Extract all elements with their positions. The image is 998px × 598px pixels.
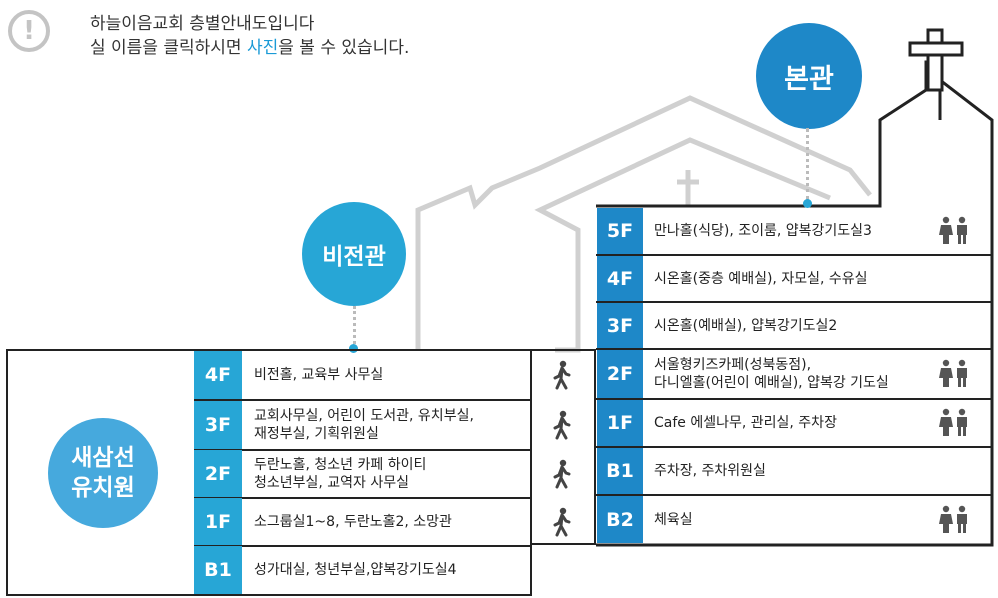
- main-floor-badge-3f[interactable]: 3F: [597, 303, 643, 348]
- bijeon-connector-dot: [349, 344, 358, 353]
- walkway-icon: [552, 459, 572, 493]
- floor-divider: [194, 545, 532, 547]
- main-floor-badge-5f[interactable]: 5F: [597, 208, 643, 254]
- main-floor-rooms[interactable]: 만나홀(식당), 조이룸, 얍복강기도실3: [654, 223, 872, 239]
- main-floor-rooms[interactable]: 주차장, 주차위원실: [654, 463, 766, 479]
- floor-divider: [596, 398, 992, 400]
- bijeon-floor-badge-b1[interactable]: B1: [194, 546, 242, 594]
- floor-divider: [194, 399, 532, 401]
- main-floor-badge-2f[interactable]: 2F: [597, 350, 643, 398]
- notice-line-1: 하늘이음교회 층별안내도입니다: [90, 14, 315, 34]
- notice-text: 하늘이음교회 층별안내도입니다 실 이름을 클릭하시면 사진을 볼 수 있습니다…: [90, 12, 409, 60]
- restroom-icon: [938, 408, 970, 442]
- main-floor-badge-1f[interactable]: 1F: [597, 400, 643, 446]
- floor-divider: [596, 446, 992, 448]
- main-floor-badge-b1[interactable]: B1: [597, 448, 643, 494]
- faded-cross-icon: [677, 170, 699, 206]
- main-building-badge[interactable]: 본관: [756, 23, 862, 129]
- floor-divider: [596, 254, 992, 256]
- walkway-icon: [552, 360, 572, 394]
- bijeon-floor-badge-2f[interactable]: 2F: [194, 450, 242, 497]
- bijeon-floor-rooms[interactable]: 성가대실, 청년부실,얍복강기도실4: [254, 562, 457, 578]
- cross-icon: [908, 28, 964, 92]
- floor-divider: [194, 449, 532, 451]
- main-floor-rooms[interactable]: 시온홀(예배실), 얍복강기도실2: [654, 317, 838, 334]
- main-connector-line: [806, 128, 809, 200]
- floor-divider: [596, 348, 992, 350]
- main-floor-badge-4f[interactable]: 4F: [597, 256, 643, 301]
- restroom-icon: [938, 216, 970, 250]
- photo-highlight: 사진: [246, 38, 279, 58]
- floor-divider: [596, 494, 992, 496]
- main-floor-rooms[interactable]: Cafe 에셀나무, 관리실, 주차장: [654, 415, 837, 431]
- walkway-icon: [552, 410, 572, 444]
- bijeon-floor-badge-3f[interactable]: 3F: [194, 401, 242, 449]
- bijeon-floor-badge-1f[interactable]: 1F: [194, 498, 242, 545]
- bijeon-floor-rooms[interactable]: 소그룹실1~8, 두란노홀2, 소망관: [254, 513, 452, 530]
- bijeon-building-badge[interactable]: 비전관: [302, 202, 406, 306]
- main-floor-rooms[interactable]: 서울형키즈카페(성북동점),다니엘홀(어린이 예배실), 얍복강 기도실: [654, 357, 889, 391]
- notice-line-2: 실 이름을 클릭하시면 사진을 볼 수 있습니다.: [90, 38, 410, 58]
- exclamation-icon: !: [8, 10, 50, 52]
- restroom-icon: [938, 505, 970, 539]
- bijeon-floor-badge-4f[interactable]: 4F: [194, 351, 242, 399]
- bijeon-floor-rooms[interactable]: 비전홀, 교육부 사무실: [254, 367, 384, 383]
- bijeon-connector-line: [353, 306, 356, 344]
- main-connector-dot: [803, 199, 812, 208]
- floor-divider: [596, 301, 992, 303]
- floor-divider: [194, 497, 532, 499]
- main-floor-rooms[interactable]: 시온홀(중층 예배실), 자모실, 수유실: [654, 270, 868, 287]
- bijeon-floor-rooms[interactable]: 교회사무실, 어린이 도서관, 유치부실,재정부실, 기획위원실: [254, 408, 474, 442]
- restroom-icon: [938, 359, 970, 393]
- main-floor-badge-b2[interactable]: B2: [597, 496, 643, 543]
- walkway-icon: [552, 507, 572, 541]
- walkway-box: [530, 349, 596, 545]
- main-floor-rooms[interactable]: 체육실: [654, 511, 693, 528]
